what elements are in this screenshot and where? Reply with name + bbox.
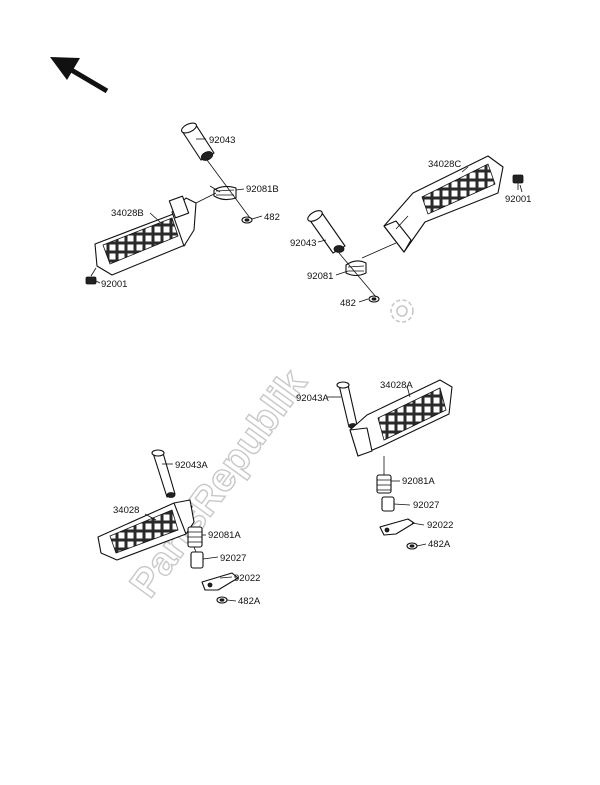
pin-92043a-right (336, 381, 358, 429)
pin-92043-mid (307, 210, 346, 254)
arrow-icon (50, 57, 109, 94)
label-92081a-right: 92081A (402, 476, 435, 487)
clip-482-top (241, 216, 253, 224)
footpeg-34028c (383, 155, 504, 253)
label-92043a-left: 92043A (175, 460, 208, 471)
label-92043a-right: 92043A (296, 393, 329, 404)
pin-92043-top (181, 122, 215, 161)
footpeg-34028b (94, 195, 197, 276)
spring-92081b (209, 185, 237, 201)
label-34028c: 34028C (428, 159, 461, 170)
bolt-92001-right (512, 174, 524, 190)
label-92043-mid: 92043 (290, 238, 316, 249)
gear-icon (390, 299, 414, 323)
label-92081: 92081 (307, 271, 333, 282)
label-482a-right: 482A (428, 539, 451, 550)
label-482-mid: 482 (340, 298, 356, 309)
watermark-text: PartsRepublik (122, 361, 316, 605)
label-92081a-left: 92081A (208, 530, 241, 541)
label-34028: 34028 (113, 505, 139, 516)
label-482a-left: 482A (238, 596, 261, 607)
watermark: PartsRepublik (121, 361, 317, 606)
footpeg-34028 (97, 499, 195, 561)
label-34028a: 34028A (380, 380, 413, 391)
axis-line-top-left-2 (195, 192, 217, 204)
label-34028b: 34028B (111, 208, 144, 219)
axis-line-top-right (338, 252, 377, 298)
label-92022-right: 92022 (427, 520, 453, 531)
label-92027-right: 92027 (413, 500, 439, 511)
label-92001-left: 92001 (101, 279, 127, 290)
part-labels: 92043 92081B 482 34028B 92001 34028C 920… (101, 135, 531, 607)
spring-92081a-left (187, 526, 203, 548)
clip-482a-left (216, 596, 228, 604)
label-92001-right: 92001 (505, 194, 531, 205)
leader-lines (95, 138, 523, 602)
axis-line-bottom-left (193, 546, 197, 553)
collar-92027-right (381, 496, 395, 512)
collar-92027-left (190, 551, 204, 569)
label-92043-top: 92043 (209, 135, 235, 146)
label-482-top: 482 (264, 212, 280, 223)
footpeg-34028a (349, 379, 453, 457)
pin-92043a-left (151, 449, 176, 498)
bolt-92001-left (85, 267, 97, 285)
label-92022-left: 92022 (234, 573, 260, 584)
axis-line-top-right-2 (361, 242, 397, 259)
axis-line-top-left (206, 159, 251, 219)
spring-92081a-right (376, 474, 392, 494)
clip-482-mid (368, 295, 380, 303)
clip-482a-right (406, 542, 418, 550)
plate-92022-right (379, 518, 415, 536)
label-92027-left: 92027 (220, 553, 246, 564)
label-92081b: 92081B (246, 184, 279, 195)
plate-92022-left (201, 572, 239, 591)
